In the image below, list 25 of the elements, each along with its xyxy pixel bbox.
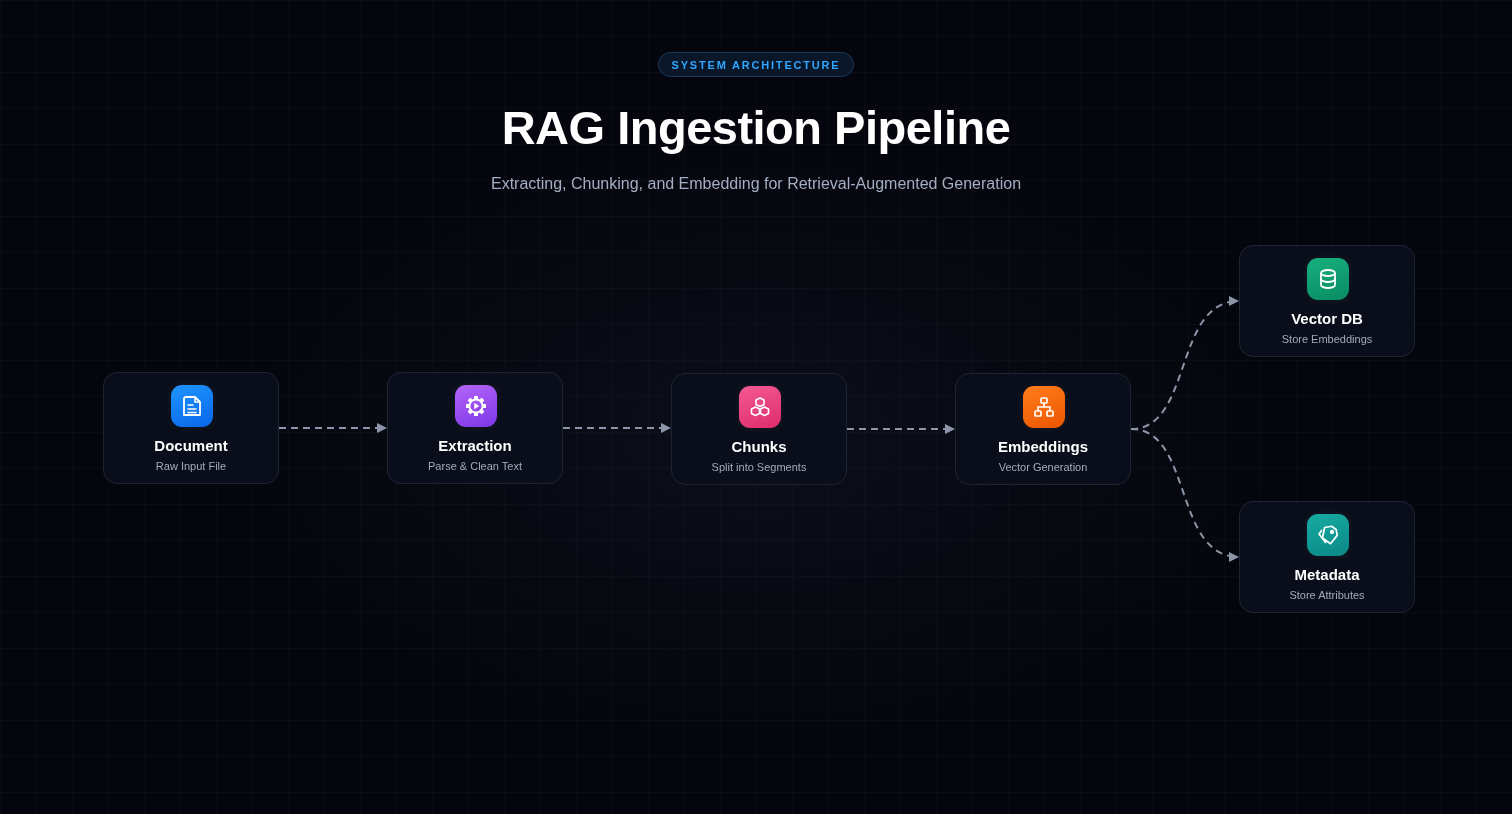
diagram-title: RAG Ingestion Pipeline: [501, 100, 1011, 156]
node-title: Document: [154, 437, 228, 455]
process-card: [1239, 245, 1415, 357]
process-card: [671, 373, 847, 485]
node-subtitle: Parse & Clean Text: [428, 459, 522, 473]
node-subtitle: Split into Segments: [711, 460, 807, 474]
node-title: Vector DB: [1291, 310, 1363, 328]
section-badge: SYSTEM ARCHITECTURE: [657, 52, 855, 77]
process-card: [387, 372, 563, 484]
subtitle: Extracting, Chunking, and Embedding for Retrieval-Augmented Generation: [490, 174, 1022, 194]
node-title: Metadata: [1294, 566, 1360, 584]
dashed-arrow: [278, 423, 388, 433]
node-title: Extraction: [438, 437, 512, 455]
process-card: [955, 373, 1131, 485]
node-subtitle: Store Attributes: [1289, 588, 1365, 602]
node-subtitle: Vector Generation: [998, 460, 1088, 474]
node-title: Embeddings: [998, 438, 1088, 456]
node-subtitle: Store Embeddings: [1281, 332, 1373, 346]
dashed-arrow: [1130, 428, 1240, 561]
dashed-arrow: [846, 424, 956, 434]
process-card: [1239, 501, 1415, 613]
process-card: [103, 372, 279, 484]
dashed-arrow: [562, 423, 672, 433]
node-subtitle: Raw Input File: [155, 459, 227, 473]
node-title: Chunks: [731, 438, 787, 456]
